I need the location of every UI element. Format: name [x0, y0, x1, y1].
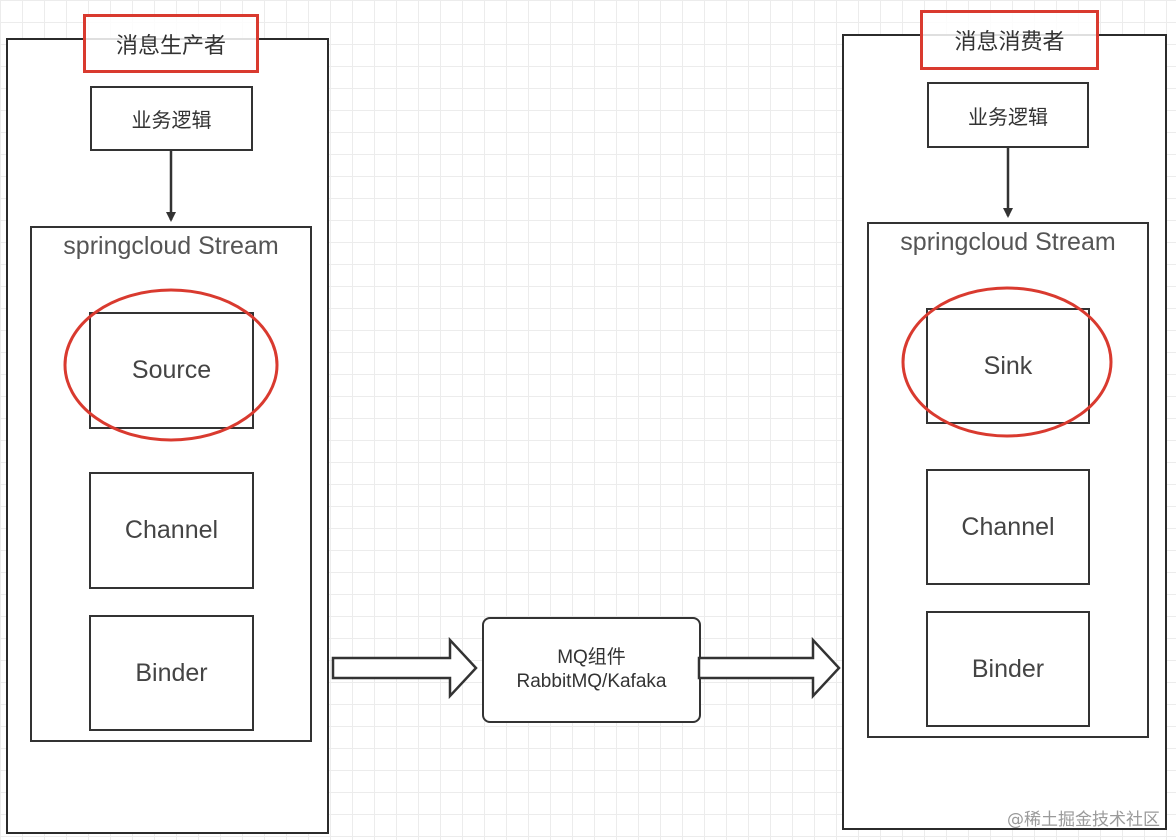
consumer-business-logic-label: 业务逻辑 — [968, 104, 1048, 129]
mq-to-consumer-arrow — [697, 636, 841, 700]
watermark: @稀土掘金技术社区 — [1007, 810, 1160, 830]
producer-channel-box: Channel — [89, 472, 254, 589]
mq-brokers-label: RabbitMQ/Kafaka — [516, 671, 667, 692]
consumer-sink-label: Sink — [983, 351, 1033, 380]
consumer-binder-label: Binder — [971, 654, 1045, 683]
mq-component-box: MQ组件 RabbitMQ/Kafaka — [482, 617, 701, 723]
producer-title: 消息生产者 — [83, 14, 259, 73]
producer-source-box: Source — [89, 312, 254, 429]
mq-component-label: MQ组件 — [557, 647, 626, 668]
consumer-sink-box: Sink — [926, 308, 1090, 424]
producer-source-label: Source — [131, 356, 212, 384]
producer-stream-label: springcloud Stream — [63, 232, 279, 260]
producer-binder-label: Binder — [135, 658, 208, 687]
consumer-channel-label: Channel — [961, 512, 1055, 541]
consumer-title: 消息消费者 — [920, 10, 1099, 70]
producer-to-mq-arrow — [331, 636, 478, 700]
producer-channel-label: Channel — [124, 516, 219, 544]
producer-business-logic-box: 业务逻辑 — [90, 86, 253, 151]
consumer-binder-box: Binder — [926, 611, 1090, 727]
source-highlight-ellipse — [63, 288, 279, 442]
producer-binder-box: Binder — [89, 615, 254, 731]
sink-highlight-ellipse — [901, 286, 1113, 438]
consumer-channel-box: Channel — [926, 469, 1090, 585]
consumer-business-logic-box: 业务逻辑 — [927, 82, 1089, 148]
producer-business-logic-label: 业务逻辑 — [131, 108, 212, 132]
consumer-stream-label: springcloud Stream — [900, 228, 1116, 256]
